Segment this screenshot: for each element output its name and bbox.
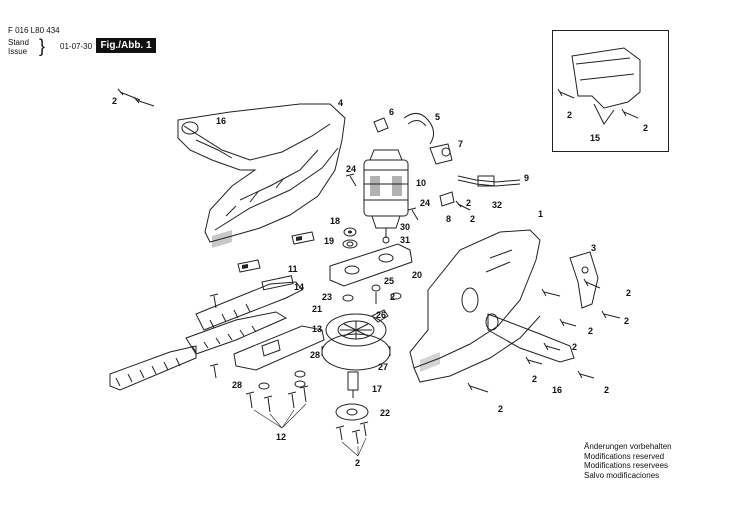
callout-2: 2 xyxy=(532,374,537,384)
callout-2: 2 xyxy=(572,342,577,352)
brace-icon: } xyxy=(39,36,46,56)
callout-27: 27 xyxy=(378,362,388,372)
drive-gear-part-21 xyxy=(325,313,387,347)
figure-badge: Fig./Abb. 1 xyxy=(96,38,156,53)
washers-part-23-25 xyxy=(342,284,402,304)
callout-2: 2 xyxy=(643,123,648,133)
callout-13: 13 xyxy=(312,324,322,334)
screws-bottom-center xyxy=(335,421,369,457)
screws-part-12 xyxy=(245,385,309,413)
callout-25: 25 xyxy=(384,276,394,286)
callout-2: 2 xyxy=(390,292,395,302)
callout-15: 15 xyxy=(590,133,600,143)
callout-9: 9 xyxy=(524,173,529,183)
bearing-part-18 xyxy=(343,227,357,237)
callout-26: 26 xyxy=(376,310,386,320)
callout-8: 8 xyxy=(446,214,451,224)
motor-assembly xyxy=(363,149,409,244)
leader-lines-part-12 xyxy=(253,403,307,429)
callout-32: 32 xyxy=(492,200,502,210)
callout-1: 1 xyxy=(538,209,543,219)
callout-2: 2 xyxy=(567,110,572,120)
modification-notes: Änderungen vorbehalten Modifications res… xyxy=(584,442,672,480)
callout-17: 17 xyxy=(372,384,382,394)
guard-plate-part-13 xyxy=(233,325,325,371)
callout-2: 2 xyxy=(470,214,475,224)
housing-half-right xyxy=(409,229,541,383)
spring-part-5 xyxy=(403,113,434,145)
callout-24: 24 xyxy=(346,164,356,174)
disc-part-22 xyxy=(335,403,369,421)
callout-2: 2 xyxy=(498,404,503,414)
callout-18: 18 xyxy=(330,216,340,226)
pad-part-11-upper xyxy=(291,231,315,245)
cutter-blade-lower xyxy=(109,345,197,391)
callout-2: 2 xyxy=(588,326,593,336)
callout-14: 14 xyxy=(294,282,304,292)
callout-16: 16 xyxy=(552,385,562,395)
pad-part-11-lower xyxy=(237,259,261,273)
issue-date: 01-07-30 xyxy=(60,42,93,51)
callout-31: 31 xyxy=(400,235,410,245)
stand-label: Stand xyxy=(8,38,29,47)
callout-2: 2 xyxy=(466,198,471,208)
note-line-es: Salvo modificaciones xyxy=(584,470,660,480)
callout-28: 28 xyxy=(232,380,242,390)
belt-part-27 xyxy=(321,333,391,371)
callout-28: 28 xyxy=(310,350,320,360)
gear-plate-part-20 xyxy=(329,243,413,287)
callout-6: 6 xyxy=(389,107,394,117)
bracket-part-3 xyxy=(569,251,599,309)
power-cable-part-32 xyxy=(457,175,521,187)
shaft-part-17 xyxy=(347,371,359,398)
callout-2: 2 xyxy=(112,96,117,106)
callout-7: 7 xyxy=(458,139,463,149)
callout-12: 12 xyxy=(276,432,286,442)
screw-top-left xyxy=(117,88,155,107)
housing-half-left xyxy=(177,103,346,248)
callout-10: 10 xyxy=(416,178,426,188)
issue-label: Issue xyxy=(8,47,28,56)
inset-guard-part-15 xyxy=(557,47,641,125)
note-line-en: Modifications reserved xyxy=(584,451,665,461)
inset-detail-frame xyxy=(552,30,669,152)
spacers-part-28 xyxy=(258,370,306,390)
callout-2: 2 xyxy=(626,288,631,298)
screws-part-24 xyxy=(345,173,419,221)
washer-part-19 xyxy=(342,239,358,249)
callout-21: 21 xyxy=(312,304,322,314)
callout-5: 5 xyxy=(435,112,440,122)
note-line-de: Änderungen vorbehalten xyxy=(584,442,672,451)
clamp-part-8 xyxy=(439,191,471,211)
callout-2: 2 xyxy=(624,316,629,326)
cutter-blade-upper xyxy=(185,311,288,355)
switch-part-6 xyxy=(373,117,389,133)
callout-3: 3 xyxy=(591,243,596,253)
callout-16: 16 xyxy=(216,116,226,126)
callout-19: 19 xyxy=(324,236,334,246)
callout-2: 2 xyxy=(604,385,609,395)
callout-23: 23 xyxy=(322,292,332,302)
handle-part-16-right xyxy=(485,313,575,363)
callout-22: 22 xyxy=(380,408,390,418)
screws-right-side xyxy=(467,278,621,393)
callout-30: 30 xyxy=(400,222,410,232)
blade-guide-part-14 xyxy=(195,275,303,331)
switch-part-7 xyxy=(429,143,453,165)
screws-left-column xyxy=(209,293,219,379)
callout-4: 4 xyxy=(338,98,343,108)
callout-2: 2 xyxy=(355,458,360,468)
callout-labels: 2 16 4 6 5 7 24 10 9 24 2 32 8 2 18 30 1… xyxy=(112,96,648,468)
callout-11: 11 xyxy=(288,264,298,274)
document-number: F 016 L80 434 xyxy=(8,26,60,35)
callout-24: 24 xyxy=(420,198,430,208)
callout-20: 20 xyxy=(412,270,422,280)
note-line-fr: Modifications reservees xyxy=(584,461,669,471)
crank-part-26 xyxy=(371,309,389,323)
